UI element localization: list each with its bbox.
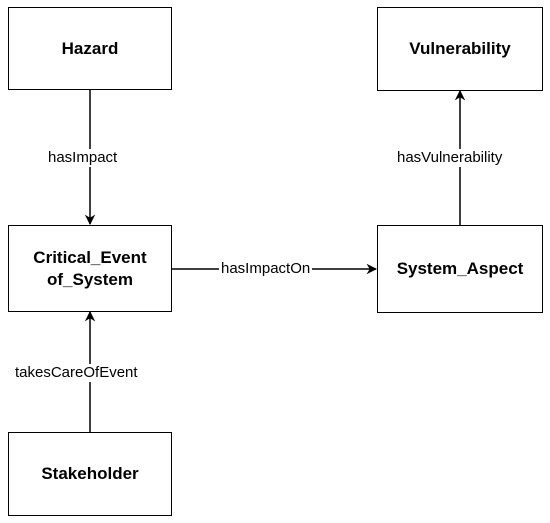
edge-label-takes-care-of-event: takesCareOfEvent xyxy=(13,364,140,382)
node-hazard-label: Hazard xyxy=(61,38,119,58)
edge-label-has-impact: hasImpact xyxy=(46,149,120,167)
node-hazard[interactable]: Hazard xyxy=(8,7,172,90)
node-critical-event-of-system[interactable]: Critical_Event of_System xyxy=(8,225,172,312)
node-critical-event-label-line1: Critical_Event xyxy=(33,247,147,267)
node-system-aspect[interactable]: System_Aspect xyxy=(377,225,543,313)
node-vulnerability-label: Vulnerability xyxy=(409,39,511,58)
node-vulnerability[interactable]: Vulnerability xyxy=(377,7,543,91)
edge-label-has-impact-on: hasImpactOn xyxy=(219,260,313,278)
node-critical-event-label-line2: of_System xyxy=(47,269,133,289)
node-stakeholder-label: Stakeholder xyxy=(41,464,139,483)
edge-label-has-vulnerability: hasVulnerability xyxy=(395,149,505,167)
node-system-aspect-label: System_Aspect xyxy=(396,259,524,278)
node-stakeholder[interactable]: Stakeholder xyxy=(8,432,172,516)
